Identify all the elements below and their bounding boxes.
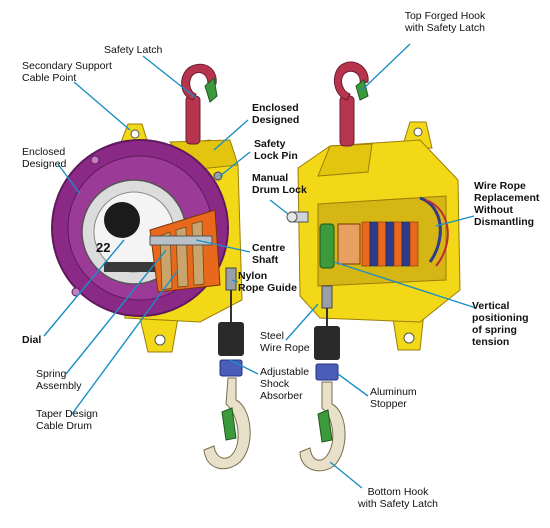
label-safety-latch: Safety Latch bbox=[104, 44, 163, 56]
label-adjustable-shock: Adjustable Shock Absorber bbox=[260, 366, 310, 402]
label-enclosed-left: Enclosed Designed bbox=[22, 146, 67, 170]
left-safety-latch bbox=[204, 77, 218, 103]
leader-spring-assembly bbox=[65, 249, 167, 375]
leader-vertical-positioning bbox=[333, 261, 477, 309]
leader-safety-latch bbox=[142, 55, 197, 99]
label-nylon-rope-guide: Nylon Rope Guide bbox=[238, 270, 297, 294]
leader-dial bbox=[43, 239, 125, 337]
leader-enclosed-mid bbox=[213, 119, 249, 151]
label-centre-shaft: Centre Shaft bbox=[252, 242, 286, 266]
right-top-lug-hole bbox=[413, 127, 423, 137]
leader-adjustable-shock bbox=[229, 359, 259, 375]
centre-shaft bbox=[149, 235, 213, 246]
label-safety-lock-pin: Safety Lock Pin bbox=[254, 138, 298, 162]
leader-enclosed-left bbox=[57, 163, 81, 195]
label-spring-assembly: Spring Assembly bbox=[36, 368, 82, 392]
left-bottom-latch bbox=[221, 407, 237, 441]
leader-wire-rope-replacement bbox=[435, 215, 475, 227]
label-vertical-positioning: Vertical positioning of spring tension bbox=[472, 300, 529, 348]
label-dial: Dial bbox=[22, 334, 42, 346]
manual-drum-lock-knob bbox=[286, 211, 298, 223]
leader-safety-lock-pin bbox=[219, 151, 251, 177]
left-bottom-lug-hole bbox=[154, 334, 166, 346]
left-balancer-unit bbox=[51, 63, 251, 470]
label-aluminum-stopper: Aluminum Stopper bbox=[370, 386, 417, 410]
right-hook-shank bbox=[339, 95, 355, 147]
label-wire-rope-replacement: Wire Rope Replacement Without Dismantlin… bbox=[474, 180, 540, 228]
right-bottom-lug-hole bbox=[403, 332, 415, 344]
spring-tension-worm-gear bbox=[319, 223, 335, 269]
leader-taper-design bbox=[71, 269, 179, 415]
leader-nylon-rope-guide bbox=[231, 279, 239, 283]
right-balancer-unit bbox=[286, 61, 461, 472]
dial-nameplate bbox=[104, 262, 162, 272]
leader-steel-wire-rope bbox=[285, 303, 319, 341]
dial-center-black bbox=[104, 202, 140, 238]
right-drum-center bbox=[337, 223, 361, 265]
label-secondary-support: Secondary Support Cable Point bbox=[22, 60, 112, 84]
left-shock-absorber bbox=[218, 322, 244, 356]
right-rope-guide bbox=[321, 285, 333, 309]
leader-aluminum-stopper bbox=[337, 373, 369, 397]
left-bottom-hook bbox=[203, 377, 251, 470]
right-spring-coils bbox=[361, 221, 419, 267]
nylon-rope-guide-left bbox=[225, 267, 237, 291]
right-bottom-latch bbox=[317, 409, 333, 443]
leader-bottom-hook bbox=[329, 461, 363, 489]
left-top-lug-hole bbox=[130, 129, 140, 139]
left-cover-bolt-1 bbox=[90, 155, 100, 165]
leader-lines bbox=[43, 43, 477, 489]
safety-lock-pin-bolt bbox=[213, 171, 223, 181]
wire-rope-replacement-red bbox=[425, 199, 449, 267]
label-enclosed-mid: Enclosed Designed bbox=[252, 102, 300, 126]
leader-top-forged-hook bbox=[361, 43, 411, 91]
right-housing-top bbox=[317, 143, 373, 177]
left-stopper bbox=[219, 359, 243, 377]
leader-secondary-support bbox=[73, 81, 131, 131]
label-taper-design: Taper Design Cable Drum bbox=[36, 408, 98, 432]
dial-number: 22 bbox=[96, 240, 110, 255]
right-aluminum-stopper bbox=[315, 363, 339, 381]
left-hook-shank bbox=[185, 95, 201, 145]
label-bottom-hook: Bottom Hook with Safety Latch bbox=[358, 486, 438, 510]
leader-manual-drum-lock bbox=[269, 199, 289, 215]
right-shock-absorber bbox=[314, 326, 340, 360]
leader-centre-shaft bbox=[195, 239, 251, 253]
label-top-forged-hook: Top Forged Hook with Safety Latch bbox=[404, 10, 486, 34]
label-steel-wire-rope: Steel Wire Rope bbox=[260, 330, 310, 354]
label-manual-drum-lock: Manual Drum Lock bbox=[252, 172, 307, 196]
